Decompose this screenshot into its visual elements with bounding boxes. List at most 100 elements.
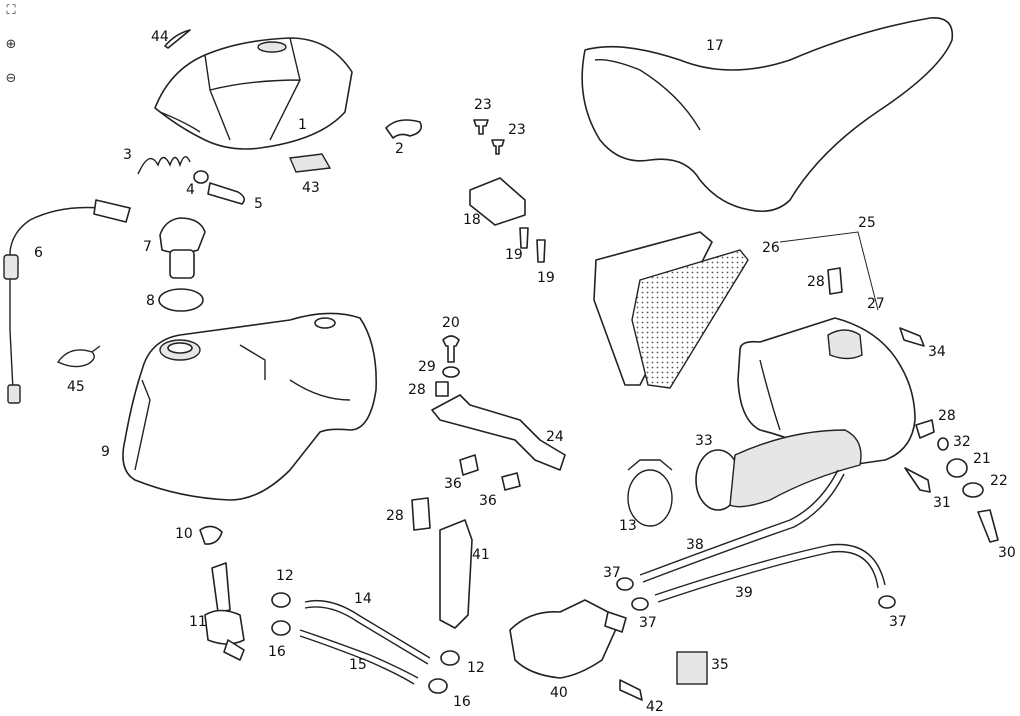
callout-33: 33 [695,433,713,449]
part-12-clamp-left [271,592,291,608]
part-37-clamp-b [631,597,649,611]
part-36-clip-b [501,472,521,491]
part-37-clamp-a [616,577,634,591]
callout-31: 31 [933,495,951,511]
part-9-fuel-tank [122,312,377,501]
callout-42: 42 [646,699,664,715]
part-1-tank-cover [154,37,353,150]
part-39-hose [654,543,886,596]
part-25-airbox [737,317,916,466]
part-32-grommet [937,437,949,451]
callout-3: 3 [123,147,132,163]
callout-37c: 37 [889,614,907,630]
part-17-seat [581,17,954,213]
part-43-pad [288,153,332,173]
callout-19b: 19 [537,270,555,286]
part-38-hose [639,469,839,576]
callout-17: 17 [706,38,724,54]
callout-4: 4 [186,182,195,198]
callout-8: 8 [146,293,155,309]
part-23-bolt-b [491,139,505,155]
callout-23b: 23 [508,122,526,138]
callout-30: 30 [998,545,1016,561]
callout-24: 24 [546,429,564,445]
callout-15: 15 [349,657,367,673]
part-40-valve [509,599,627,679]
part-31-screw [904,467,931,493]
fit-view-icon[interactable]: ⛶ [6,3,16,18]
callout-36a: 36 [444,476,462,492]
part-4-washer [193,170,209,184]
part-12-clamp-right [440,650,460,666]
callout-21: 21 [973,451,991,467]
callout-labels: 1 2 3 4 5 6 7 8 9 10 11 12 12 13 14 15 1… [34,29,1016,715]
callout-28b: 28 [408,382,426,398]
callout-19a: 19 [505,247,523,263]
callout-45: 45 [67,379,85,395]
part-10-clip [199,525,223,545]
part-28-clip-a [435,381,449,397]
part-37-clamp-c [878,595,896,609]
callout-28d: 28 [938,408,956,424]
callout-37b: 37 [639,615,657,631]
part-13-clamp-ring [627,459,673,527]
zoom-in-icon[interactable]: ⊕ [5,37,17,52]
callout-12a: 12 [276,568,294,584]
part-14-hose-edge [304,606,429,665]
part-19-screw-a [519,227,529,249]
part-16-clamp-left [271,620,291,636]
part-36-clip-a [459,454,479,476]
callout-43: 43 [302,180,320,196]
part-16-clamp-right [428,678,448,694]
callout-28a: 28 [807,274,825,290]
callout-23a: 23 [474,97,492,113]
part-24-bracket [431,394,566,471]
callout-40: 40 [550,685,568,701]
part-28-clip-b [411,497,431,531]
callout-39: 39 [735,585,753,601]
callout-35: 35 [711,657,729,673]
callout-20: 20 [442,315,460,331]
callout-41: 41 [472,547,490,563]
part-18-bracket [469,177,526,226]
part-38-hose-edge [642,473,845,583]
part-21-grommet [946,458,968,478]
callout-16b: 16 [453,694,471,710]
part-19-screw-b [536,239,546,263]
part-15-hose [299,629,419,679]
callout-27: 27 [867,296,885,312]
part-8-seal-ring [158,288,204,312]
callout-7: 7 [143,239,152,255]
callout-1: 1 [298,117,307,133]
part-44-clip [164,29,191,49]
part-14-hose [304,599,431,659]
part-5-pin [207,182,246,205]
part-30-bolt [977,509,999,543]
part-45-wire-clip [56,345,101,368]
callout-5: 5 [254,196,263,212]
part-28-clip-d [915,419,935,439]
part-11-fuel-tap [204,562,245,661]
part-15-hose-edge [299,635,415,685]
callout-37a: 37 [603,565,621,581]
callout-12b: 12 [467,660,485,676]
part-28-clip-c [827,267,843,295]
part-26-air-filter [593,231,749,389]
callout-18: 18 [463,212,481,228]
part-20-bolt [442,335,460,363]
part-33-intake-boot [695,429,862,511]
part-35-pad [676,651,708,685]
part-7-cap [159,217,206,279]
part-41-plate [439,519,473,629]
callout-34: 34 [928,344,946,360]
callout-29: 29 [418,359,436,375]
callout-25: 25 [858,215,876,231]
zoom-out-icon[interactable]: ⊖ [5,71,17,86]
part-2-clamp [385,119,423,139]
callout-22: 22 [990,473,1008,489]
callout-38: 38 [686,537,704,553]
callout-44: 44 [151,29,169,45]
part-34-screw [899,327,925,347]
part-3-spring [137,156,191,175]
callout-14: 14 [354,591,372,607]
